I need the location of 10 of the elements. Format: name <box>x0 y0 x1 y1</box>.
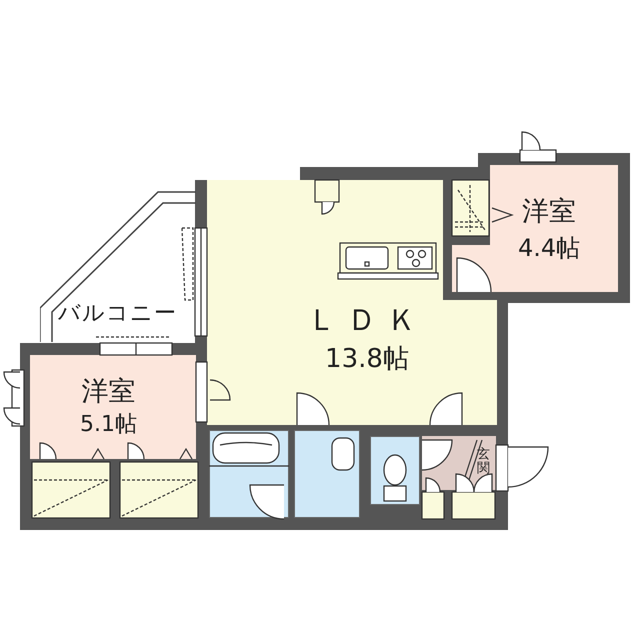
room-size: 4.4帖 <box>518 234 580 262</box>
room-label: ＬＤＫ <box>307 304 427 337</box>
room-label: バルコニー <box>58 302 177 326</box>
room-size: 5.1帖 <box>80 412 137 437</box>
room-size: 13.8帖 <box>325 345 409 374</box>
balcony-outline <box>40 190 196 342</box>
room-label: 洋室 <box>82 377 136 407</box>
room-label: 玄関 <box>477 448 490 477</box>
room-label: 洋室 <box>522 197 576 227</box>
room-area <box>30 355 196 459</box>
